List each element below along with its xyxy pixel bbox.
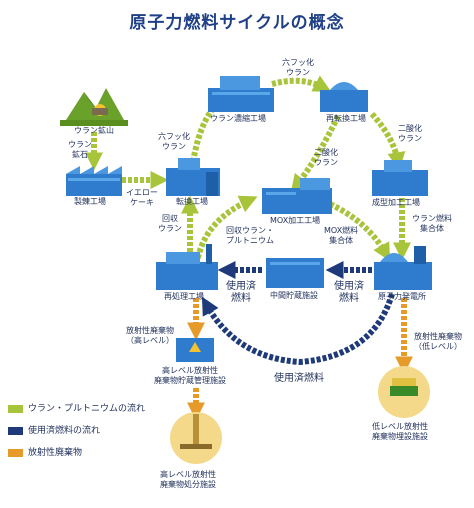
llw-disposal-label: 低レベル放射性 廃棄物埋設施設 (372, 422, 428, 441)
flow-recovered-u-pu-arrow (195, 195, 258, 259)
fabrication-label: 成型加工工場 (372, 198, 420, 207)
hlw-disposal-label: 高レベル放射性 廃棄物処分施設 (160, 470, 216, 489)
interim-storage-label: 中間貯蔵施設 (270, 291, 318, 300)
refinery-building-icon (66, 166, 122, 196)
flow-u-assembly-label: ウラン燃料 集合体 (412, 214, 452, 233)
flow-mox-assembly-arrow (328, 201, 391, 262)
flow-yellowcake-label: イエロー ケーキ (126, 188, 158, 207)
mine-label: ウラン鉱山 (74, 126, 114, 135)
reconversion-label: 再転換工場 (326, 114, 366, 123)
flow-spent-fuel-label-2: 使用済 燃料 (334, 281, 364, 304)
flow-uo2-to-fabrication-arrow (369, 111, 406, 171)
flow-spent-fuel-label-3: 使用済燃料 (274, 373, 324, 384)
power-plant-label: 原子力発電所 (378, 292, 426, 301)
flow-recovered-u-label: 回収 ウラン (158, 214, 182, 233)
legend-label-waste: 放射性廃棄物 (28, 448, 83, 458)
legend-label-spent-fuel: 使用済燃料の流れ (28, 426, 101, 436)
flow-hlw-label: 放射性廃棄物 （高レベル） (126, 326, 174, 345)
flow-uf6-label-1: 六フッ化 ウラン (158, 132, 190, 151)
flow-recovered-u-pu-label: 回収ウラン・ プルトニウム (226, 226, 274, 245)
reprocessing-label: 再処理工場 (164, 292, 204, 301)
reprocessing-building-icon (156, 244, 218, 290)
flow-ore-label: ウラン 鉱石 (68, 140, 92, 159)
enrichment-building-icon (208, 76, 274, 112)
flow-uo2-label-1: 二酸化 ウラン (398, 124, 422, 143)
flow-llw-label: 放射性廃棄物 （低レベル） (414, 332, 462, 351)
legend-swatch-uranium (8, 405, 23, 413)
diagram-title: 原子力燃料サイクルの概念 (129, 13, 345, 33)
mox-building-icon (262, 178, 332, 214)
reconversion-building-icon (320, 82, 368, 112)
flow-mox-assembly-label: MOX燃料 集合体 (324, 226, 359, 245)
legend-swatch-spent-fuel (8, 427, 23, 435)
flow-spent-fuel-loop-arrow (201, 293, 395, 366)
mox-label: MOX加工工場 (270, 216, 321, 225)
conversion-building-icon (166, 158, 220, 196)
hlw-storage-label: 高レベル放射性 廃棄物貯蔵管理施設 (154, 366, 226, 385)
refinery-label: 製錬工場 (74, 197, 106, 206)
enrichment-label: ウラン濃縮工場 (210, 114, 266, 123)
hlw-disposal-site-icon (170, 412, 222, 464)
legend-swatch-waste (8, 449, 23, 457)
conversion-label: 転換工場 (176, 197, 208, 206)
legend-label-uranium: ウラン・プルトニウムの流れ (28, 404, 146, 414)
flow-uf6-to-reconversion-arrow (271, 75, 332, 93)
llw-disposal-site-icon (378, 366, 430, 418)
mine-icon (60, 88, 128, 126)
flow-spent-fuel-label-1: 使用済 燃料 (226, 281, 256, 304)
power-plant-building-icon (374, 246, 432, 290)
fabrication-building-icon (372, 160, 428, 196)
flow-uo2-label-2: 二酸化 ウラン (314, 148, 338, 167)
interim-storage-building-icon (266, 258, 324, 288)
flow-uf6-label-2: 六フッ化 ウラン (282, 58, 314, 77)
hlw-storage-building-icon (176, 338, 214, 362)
